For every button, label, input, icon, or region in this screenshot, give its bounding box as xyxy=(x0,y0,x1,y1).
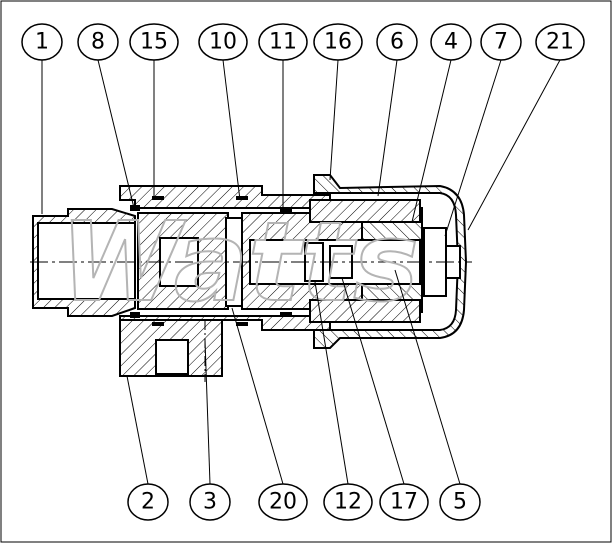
svg-text:11: 11 xyxy=(269,30,297,55)
svg-text:12: 12 xyxy=(334,490,362,515)
callout-4: 4 xyxy=(430,23,472,61)
callout-16: 16 xyxy=(313,23,363,61)
body-upper xyxy=(119,185,331,209)
pipe-bore xyxy=(37,222,136,300)
svg-text:5: 5 xyxy=(453,490,467,515)
callout-5: 5 xyxy=(439,483,481,521)
svg-text:3: 3 xyxy=(203,490,217,515)
svg-text:7: 7 xyxy=(494,30,508,55)
callout-20: 20 xyxy=(258,483,308,521)
bottom-callouts: 2 3 20 12 17 5 xyxy=(127,483,481,521)
svg-text:21: 21 xyxy=(546,30,574,55)
leader-lines xyxy=(41,59,561,485)
svg-text:20: 20 xyxy=(269,490,297,515)
sleeve-lower xyxy=(309,299,421,323)
callout-17: 17 xyxy=(379,483,429,521)
svg-text:1: 1 xyxy=(35,30,49,55)
svg-text:6: 6 xyxy=(390,30,404,55)
svg-text:17: 17 xyxy=(390,490,418,515)
svg-text:2: 2 xyxy=(141,490,155,515)
callout-12: 12 xyxy=(323,483,373,521)
valve-parts xyxy=(30,174,472,382)
callout-6: 6 xyxy=(376,23,418,61)
outlet-port-3 xyxy=(155,339,189,375)
callout-10: 10 xyxy=(198,23,248,61)
sleeve-upper xyxy=(309,199,421,223)
callout-21: 21 xyxy=(535,23,585,61)
svg-text:4: 4 xyxy=(444,30,458,55)
callout-3: 3 xyxy=(189,483,231,521)
callout-2: 2 xyxy=(127,483,169,521)
callout-1: 1 xyxy=(21,23,63,61)
callout-8: 8 xyxy=(77,23,119,61)
svg-text:10: 10 xyxy=(209,30,237,55)
top-callouts: 1 8 15 10 11 16 6 4 7 21 xyxy=(21,23,585,61)
callout-7: 7 xyxy=(480,23,522,61)
svg-text:16: 16 xyxy=(324,30,352,55)
svg-text:15: 15 xyxy=(140,30,168,55)
svg-text:8: 8 xyxy=(91,30,105,55)
callout-15: 15 xyxy=(129,23,179,61)
callout-11: 11 xyxy=(258,23,308,61)
seals xyxy=(130,196,292,326)
